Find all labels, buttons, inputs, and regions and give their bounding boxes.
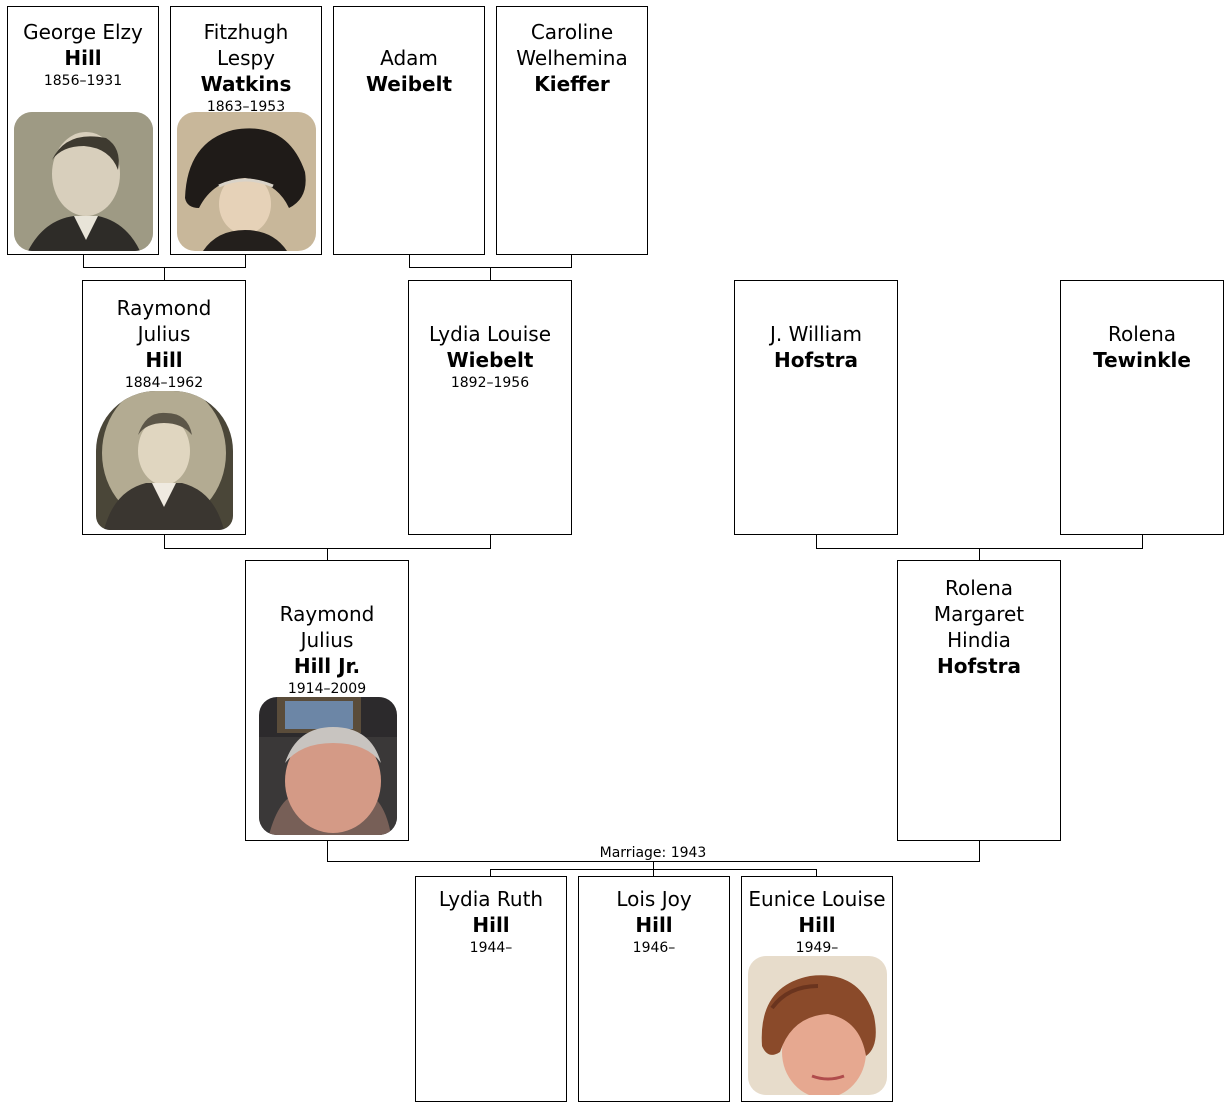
- connector-hill-wiebelt: [164, 534, 491, 561]
- surname: Watkins: [200, 72, 292, 96]
- given-name: Rolena Margaret Hindia: [933, 576, 1025, 652]
- surname: Hill: [472, 913, 510, 937]
- life-years: 1892–1956: [450, 375, 530, 391]
- surname: Hill: [635, 913, 673, 937]
- life-years: 1914–2009: [287, 681, 367, 697]
- surname: Weibelt: [365, 72, 453, 96]
- given-name: Rolena: [1107, 322, 1177, 346]
- given-name: Raymond Julius: [279, 602, 375, 652]
- life-years: 1863–1953: [206, 99, 286, 115]
- connector-weibelt-kieffer: [409, 254, 572, 281]
- given-name: Fitzhugh Lespy: [203, 20, 289, 70]
- surname: Hill Jr.: [293, 654, 361, 678]
- life-years: 1856–1931: [43, 73, 123, 89]
- portrait-photo: [14, 112, 153, 251]
- given-name: Caroline Welhemina: [516, 20, 628, 70]
- life-years: 1946–: [632, 940, 676, 956]
- person-card-caroline-welhemina-kieffer[interactable]: Caroline Welhemina Kieffer: [496, 6, 648, 255]
- given-name: George Elzy: [23, 20, 143, 44]
- given-name: Lois Joy: [616, 887, 692, 911]
- connector-hofstra-tewinkle: [816, 534, 1143, 561]
- surname: Hofstra: [936, 654, 1021, 678]
- connector-children: [490, 869, 817, 877]
- given-name: J. William: [770, 322, 862, 346]
- portrait-photo: [259, 697, 397, 835]
- person-card-lydia-ruth-hill[interactable]: Lydia Ruth Hill 1944–: [415, 876, 567, 1102]
- portrait-photo: [96, 391, 233, 530]
- portrait-photo: [748, 956, 887, 1095]
- life-years: 1884–1962: [124, 375, 204, 391]
- person-card-rolena-margaret-hindia-hofstra[interactable]: Rolena Margaret Hindia Hofstra: [897, 560, 1061, 841]
- person-card-george-elzy-hill[interactable]: George Elzy Hill 1856–1931: [7, 6, 159, 255]
- surname: Hill: [145, 348, 183, 372]
- given-name: Eunice Louise: [748, 887, 886, 911]
- surname: Kieffer: [534, 72, 610, 96]
- surname: Tewinkle: [1093, 348, 1191, 372]
- surname: Hofstra: [773, 348, 858, 372]
- person-card-fitzhugh-lespy-watkins[interactable]: Fitzhugh Lespy Watkins 1863–1953: [170, 6, 322, 255]
- person-card-rolena-tewinkle[interactable]: Rolena Tewinkle: [1060, 280, 1224, 535]
- person-card-adam-weibelt[interactable]: Adam Weibelt: [333, 6, 485, 255]
- marriage-label: Marriage: 1943: [599, 845, 707, 861]
- connector-marriage: [327, 840, 980, 870]
- person-card-raymond-julius-hill-jr[interactable]: Raymond Julius Hill Jr. 1914–2009: [245, 560, 409, 841]
- person-card-lois-joy-hill[interactable]: Lois Joy Hill 1946–: [578, 876, 730, 1102]
- person-card-eunice-louise-hill[interactable]: Eunice Louise Hill 1949–: [741, 876, 893, 1102]
- given-name: Adam: [380, 46, 438, 70]
- person-card-raymond-julius-hill[interactable]: Raymond Julius Hill 1884–1962: [82, 280, 246, 535]
- given-name: Raymond Julius: [116, 296, 212, 346]
- life-years: 1949–: [795, 940, 839, 956]
- person-card-lydia-louise-wiebelt[interactable]: Lydia Louise Wiebelt 1892–1956: [408, 280, 572, 535]
- surname: Hill: [64, 46, 102, 70]
- given-name: Lydia Ruth: [438, 887, 544, 911]
- connector-hill-watkins: [83, 254, 246, 281]
- given-name: Lydia Louise: [429, 322, 551, 346]
- surname: Wiebelt: [446, 348, 534, 372]
- life-years: 1944–: [469, 940, 513, 956]
- surname: Hill: [798, 913, 836, 937]
- portrait-photo: [177, 112, 316, 251]
- person-card-j-william-hofstra[interactable]: J. William Hofstra: [734, 280, 898, 535]
